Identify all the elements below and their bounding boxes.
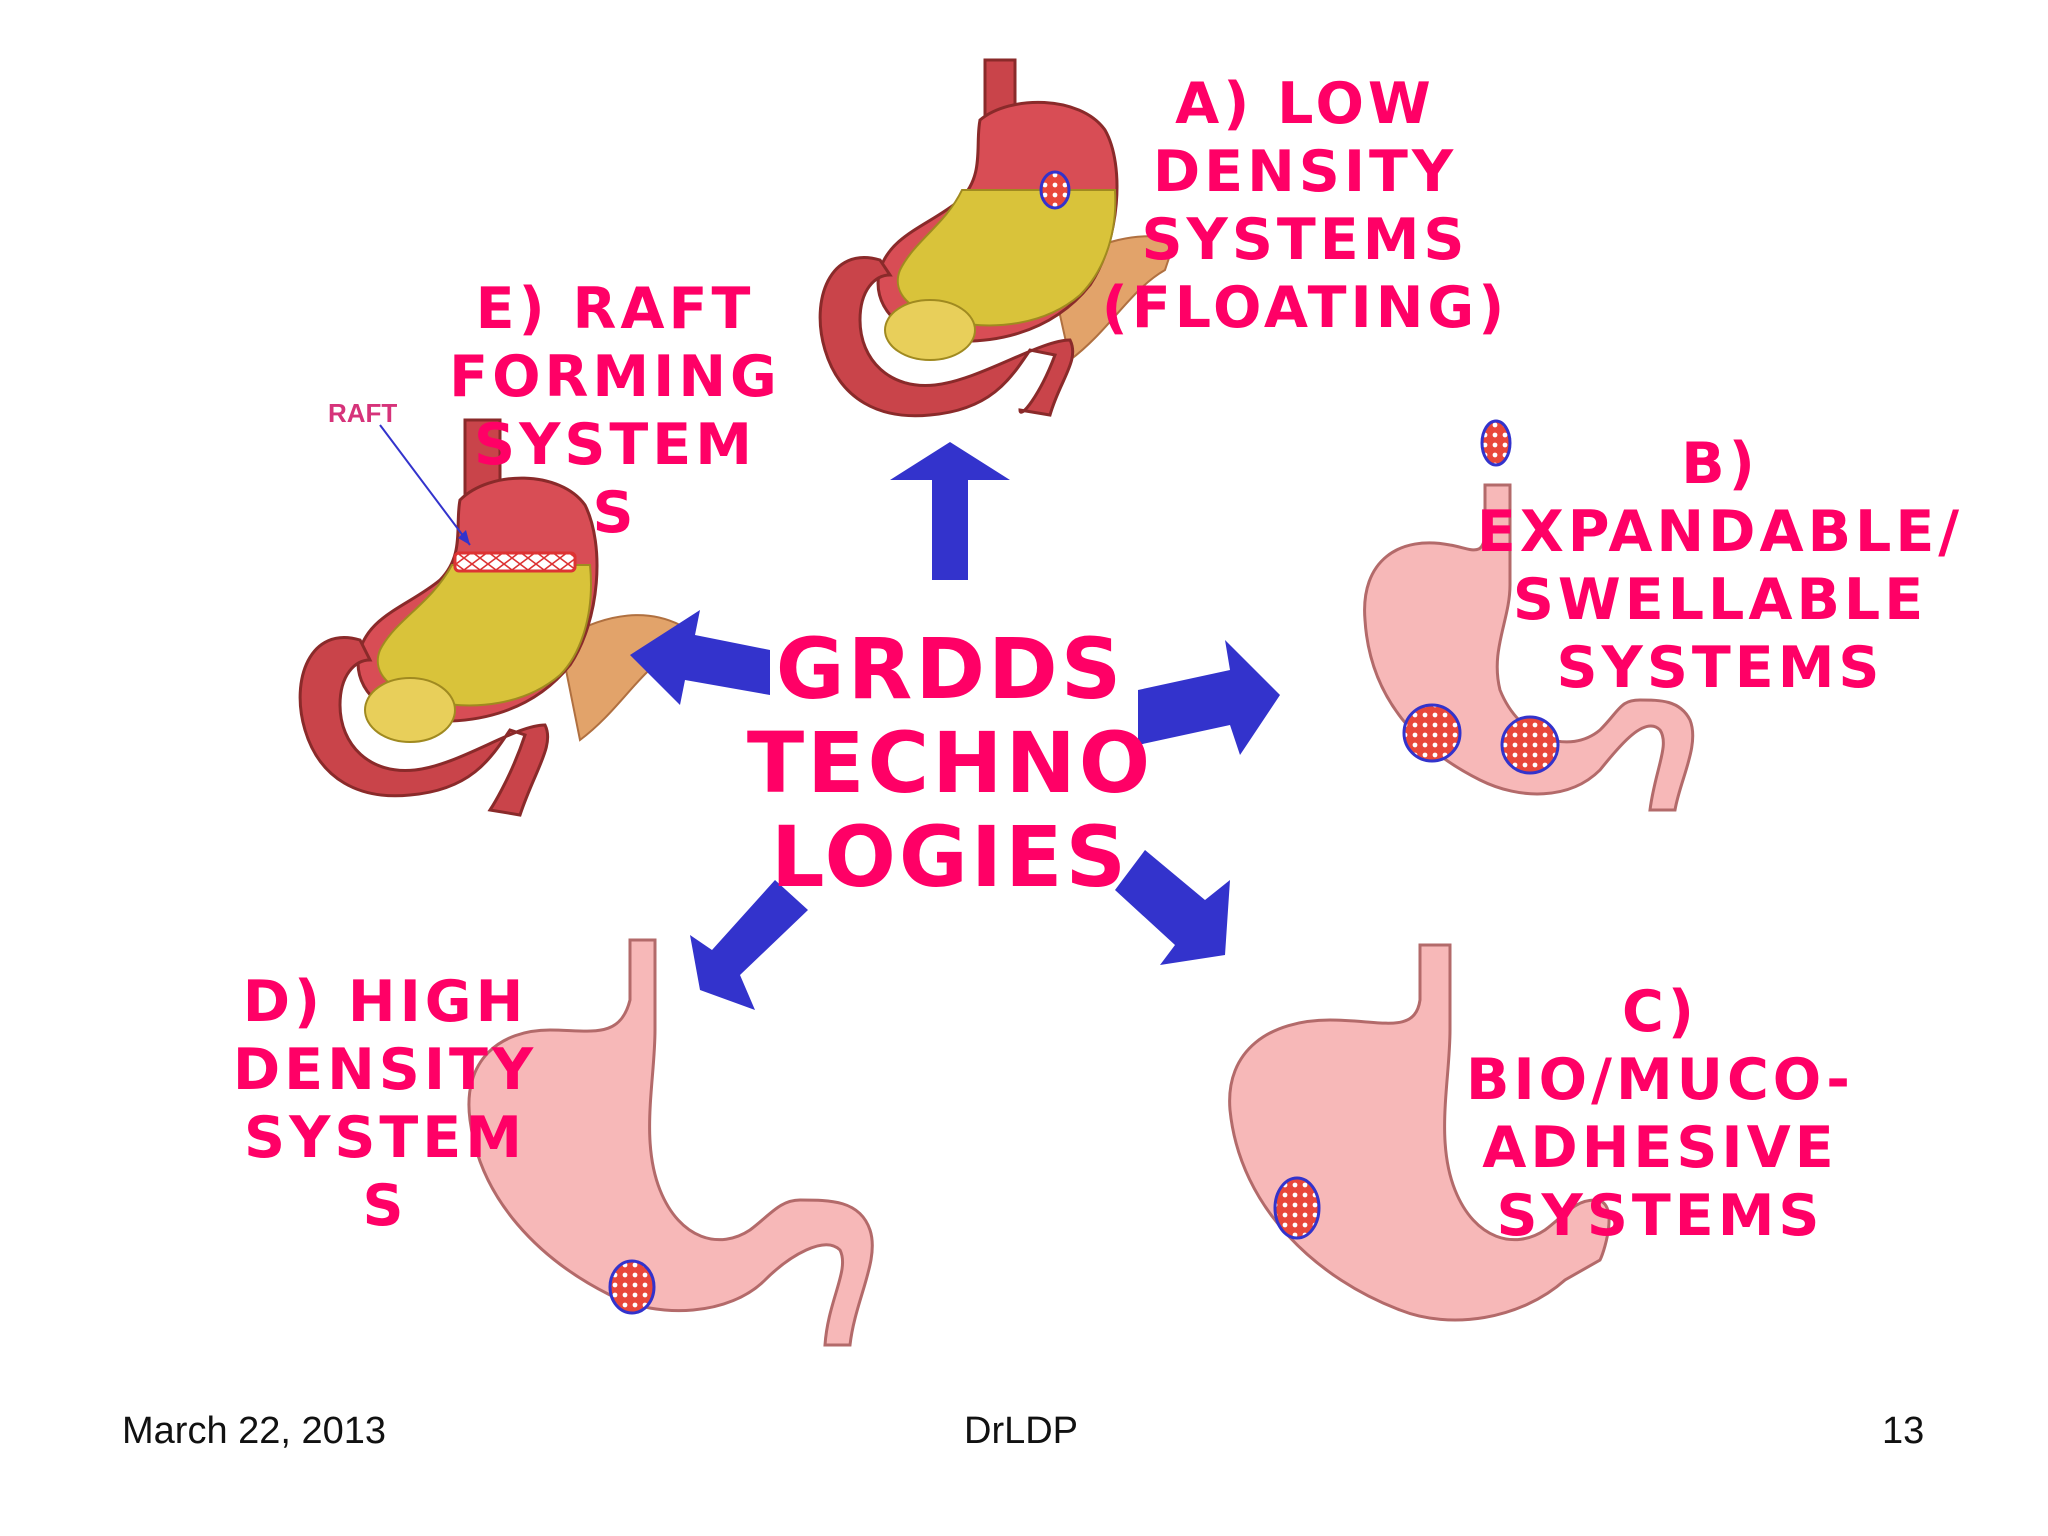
label-line: FORMING [449,344,781,410]
center-title-line: TECHNO [746,714,1154,812]
label-high-density: D) HIGH DENSITY SYSTEM S [200,968,570,1240]
footer-page-number: 13 [1882,1410,1925,1452]
arrow-right [1138,640,1280,755]
arrows [630,442,1280,1010]
center-title-line: LOGIES [770,808,1130,906]
label-bioadhesive: C) BIO/MUCO- ADHESIVE SYSTEMS [1440,978,1880,1250]
center-title-line: GRDDS [775,620,1125,718]
raft-tag: RAFT [328,398,398,428]
label-line: SYSTEM [474,412,756,478]
label-line: S [592,480,638,546]
label-line: SYSTEMS [1556,635,1884,701]
label-line: ADHESIVE [1482,1115,1838,1181]
expandable-stomach-illustration [1363,419,1695,812]
raft-forming-stomach-illustration [298,418,682,817]
label-line: DENSITY [1152,139,1458,205]
bioadhesive-stomach-illustration [1228,943,1611,1322]
label-line: B) [1681,431,1759,497]
footer-author: DrLDP [964,1410,1079,1452]
label-line: BIO/MUCO- [1466,1047,1854,1113]
label-line: EXPANDABLE/ [1476,499,1964,565]
arrow-left [630,610,770,705]
center-title: GRDDS TECHNO LOGIES [720,622,1180,904]
footer-date: March 22, 2013 [122,1410,387,1452]
label-line: C) [1622,979,1698,1045]
arrow-down-right [1115,850,1230,965]
low-density-stomach-illustration [818,58,1177,418]
label-expandable: B) EXPANDABLE/ SWELLABLE SYSTEMS [1470,430,1970,702]
label-line: SYSTEM [244,1105,526,1171]
label-low-density: A) LOW DENSITY SYSTEMS (FLOATING) [1080,70,1530,342]
high-density-stomach-illustration [467,938,874,1347]
label-line: E) RAFT [475,276,755,342]
label-line: SYSTEMS [1141,207,1469,273]
label-line: A) LOW [1175,71,1435,137]
label-line: (FLOATING) [1101,275,1509,341]
arrow-down-left [690,880,808,1010]
label-raft-forming: E) RAFT FORMING SYSTEM S [430,275,800,547]
arrow-up [890,442,1010,580]
label-line: S [362,1173,408,1239]
label-line: SYSTEMS [1496,1183,1824,1249]
label-line: DENSITY [232,1037,538,1103]
label-line: D) HIGH [242,969,528,1035]
label-line: SWELLABLE [1512,567,1928,633]
